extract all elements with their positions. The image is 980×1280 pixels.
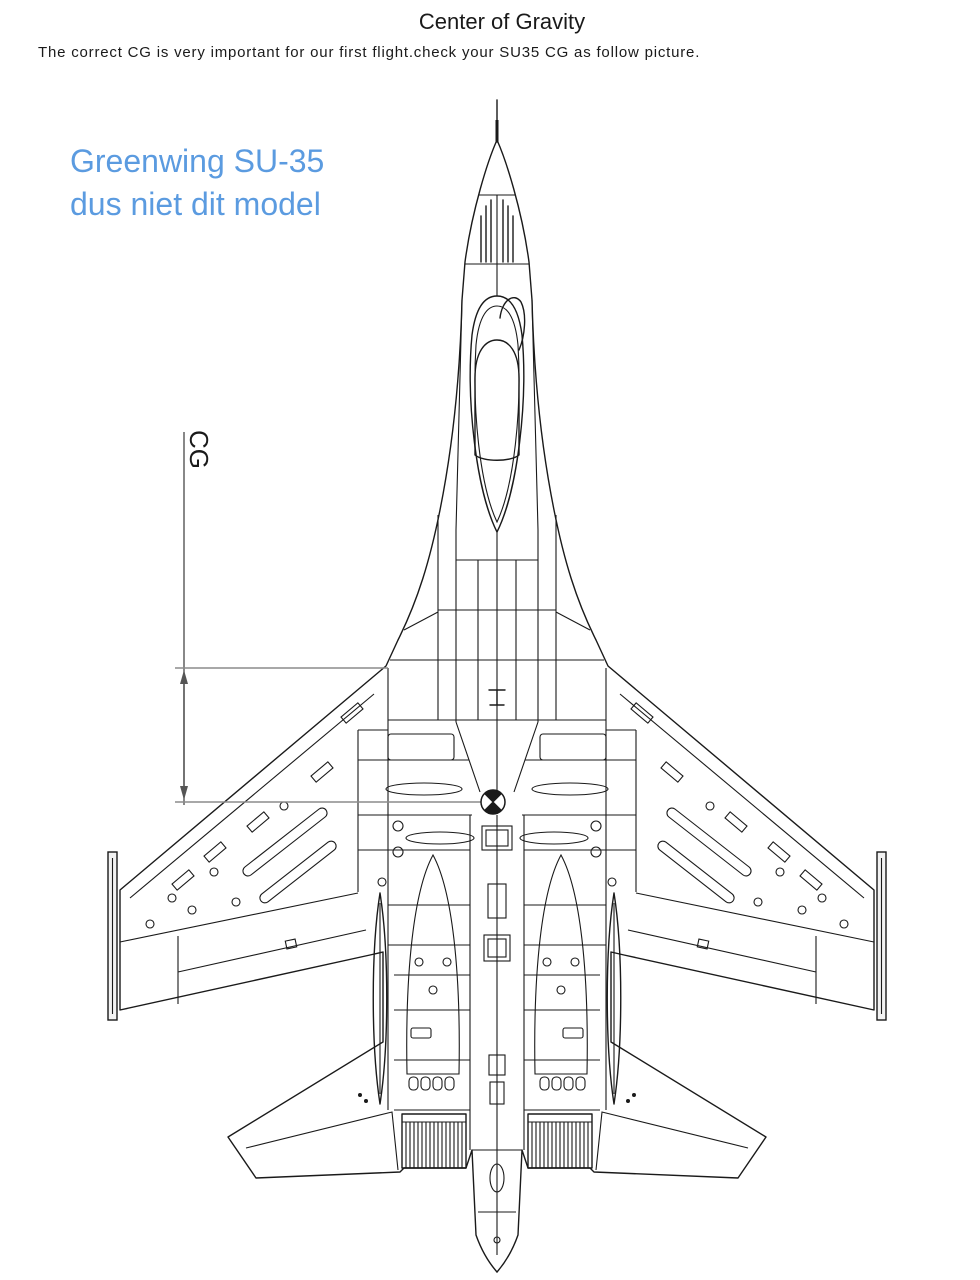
- fin-rivet: [358, 1093, 362, 1097]
- flap-hinge: [284, 938, 298, 950]
- air-intake: [387, 733, 455, 761]
- slat-track: [340, 702, 364, 724]
- airframe-left-half: [107, 139, 498, 1273]
- slat-track: [203, 841, 227, 863]
- vertical-fin: [372, 892, 388, 1105]
- slat-track: [171, 869, 195, 891]
- wing-hole: [145, 919, 155, 929]
- wing-hole: [279, 801, 289, 811]
- canopy-outline: [469, 295, 525, 533]
- brake-chute-housing: [489, 1163, 505, 1193]
- nacelle-vent: [408, 1076, 419, 1091]
- gear-bay-inner: [487, 938, 507, 958]
- canopy-frame: [474, 305, 520, 524]
- nacelle-vent: [420, 1076, 431, 1091]
- pitot-base: [495, 120, 499, 142]
- cg-target-wedge-bottom: [484, 802, 502, 815]
- slat-track: [310, 761, 334, 783]
- annotation-line-1: Greenwing SU-35: [70, 143, 325, 179]
- antenna-mark: [488, 689, 506, 706]
- wing-hole: [209, 867, 219, 877]
- arrowhead-up-icon: [180, 670, 188, 684]
- engine-nacelle: [406, 853, 460, 1075]
- fuselage-hole: [377, 877, 387, 887]
- nacelle-vent: [432, 1076, 443, 1091]
- slat-track: [246, 811, 270, 833]
- tail-light: [493, 1236, 501, 1244]
- instruction-text: The correct CG is very important for our…: [38, 44, 701, 61]
- wing-slot: [259, 840, 337, 904]
- belly-hatch: [489, 1081, 505, 1105]
- wing-hole: [231, 897, 241, 907]
- tailplane-hinge-line: [245, 1111, 399, 1171]
- nose-rings: [465, 194, 497, 265]
- fuselage-hole: [392, 846, 404, 858]
- radome-panel-lines: [480, 199, 492, 263]
- wing-slat-line: [129, 693, 375, 899]
- gear-bay: [483, 934, 511, 962]
- fuselage-panel-lines: [357, 299, 497, 1151]
- airframe-outline: [119, 139, 498, 1273]
- gear-bay: [481, 825, 513, 851]
- nacelle-hatch: [410, 1027, 432, 1039]
- wing-hole: [187, 905, 197, 915]
- page-title: Center of Gravity: [418, 9, 586, 34]
- fin-rivet: [364, 1099, 368, 1103]
- arrowhead-down-icon: [180, 786, 188, 800]
- wing-control-surface-lines: [119, 892, 367, 1004]
- nacelle-vent: [444, 1076, 455, 1091]
- cockpit-opening: [474, 339, 520, 461]
- belly-hatch: [488, 1054, 506, 1076]
- fuselage-hole: [392, 820, 404, 832]
- wing-slot: [242, 807, 328, 877]
- airframe-right-half: [496, 139, 887, 1273]
- gear-door: [487, 883, 507, 919]
- airframe-center: [469, 99, 526, 1255]
- cg-target-icon: [480, 789, 506, 815]
- gear-bay-inner: [485, 829, 509, 847]
- wing-hole: [167, 893, 177, 903]
- fuselage-slot: [385, 782, 463, 796]
- cg-guide: CG: [175, 430, 506, 815]
- cg-target-cross: [484, 793, 502, 811]
- fuselage-slot: [405, 831, 475, 845]
- nozzle-petals: [402, 1121, 466, 1168]
- cg-target-wedge-top: [484, 789, 502, 802]
- nacelle-hole: [428, 985, 438, 995]
- annotation-line-2: dus niet dit model: [70, 186, 321, 222]
- nacelle-hole: [414, 957, 424, 967]
- cg-label: CG: [184, 430, 214, 469]
- irst-sensor: [499, 297, 526, 351]
- nacelle-hole: [442, 957, 452, 967]
